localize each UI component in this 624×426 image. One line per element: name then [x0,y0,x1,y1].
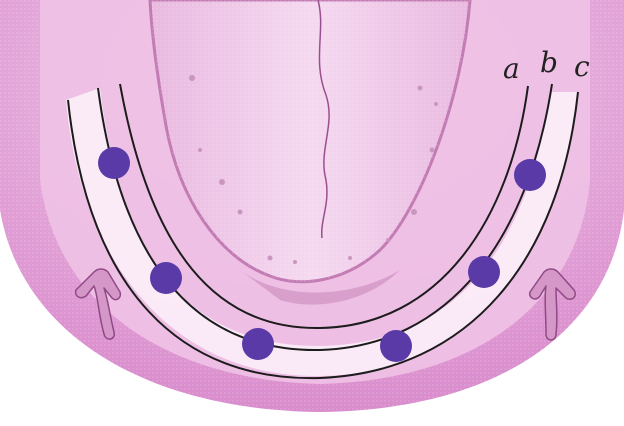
taste-dot [380,330,412,362]
taste-dot [514,159,546,191]
curve-label-b: b [540,46,558,79]
taste-dot [468,256,500,288]
taste-dot [98,147,130,179]
curve-label-c: c [574,50,590,83]
taste-dot [242,328,274,360]
curve-label-a: a [503,52,520,85]
taste-dot [150,262,182,294]
